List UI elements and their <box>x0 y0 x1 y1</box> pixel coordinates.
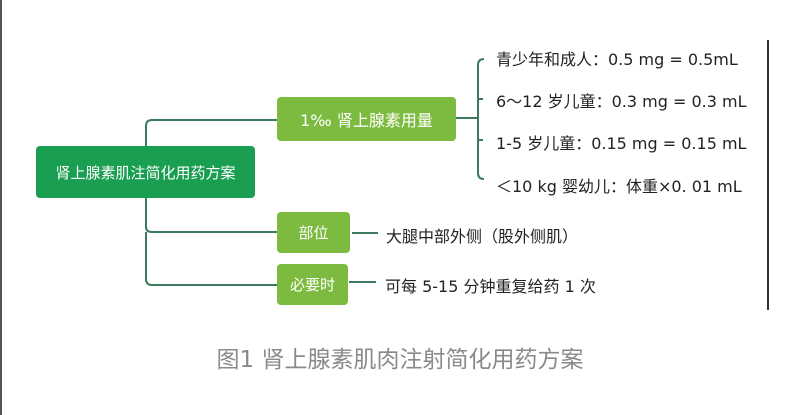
figure-caption: 图1 肾上腺素肌肉注射简化用药方案 <box>216 347 584 373</box>
leaf-child-6-12-dose: 6～12 岁儿童：0.3 mg = 0.3 mL <box>496 92 747 111</box>
connector-leaf-bracket <box>456 58 485 180</box>
leaf-repeat: 可每 5-15 分钟重复给药 1 次 <box>385 277 596 296</box>
branch-when-needed: 必要时 <box>277 264 348 305</box>
leaf-site: 大腿中部外侧（股外侧肌） <box>386 227 579 246</box>
leaf-adult-dose: 青少年和成人：0.5 mg = 0.5mL <box>496 50 738 69</box>
root-node: 肾上腺素肌注简化用药方案 <box>36 146 255 198</box>
connector-branch-3 <box>145 232 277 286</box>
left-border <box>0 0 2 415</box>
connector-branch-1 <box>145 119 277 146</box>
right-divider <box>767 40 769 310</box>
leaf-child-1-5-dose: 1-5 岁儿童：0.15 mg = 0.15 mL <box>496 134 747 153</box>
leaf-infant-dose: ＜10 kg 婴幼儿：体重×0. 01 mL <box>496 177 742 196</box>
connector-branch-2 <box>145 198 277 233</box>
branch-site: 部位 <box>277 212 350 253</box>
branch-dosage: 1‰ 肾上腺素用量 <box>277 97 456 141</box>
